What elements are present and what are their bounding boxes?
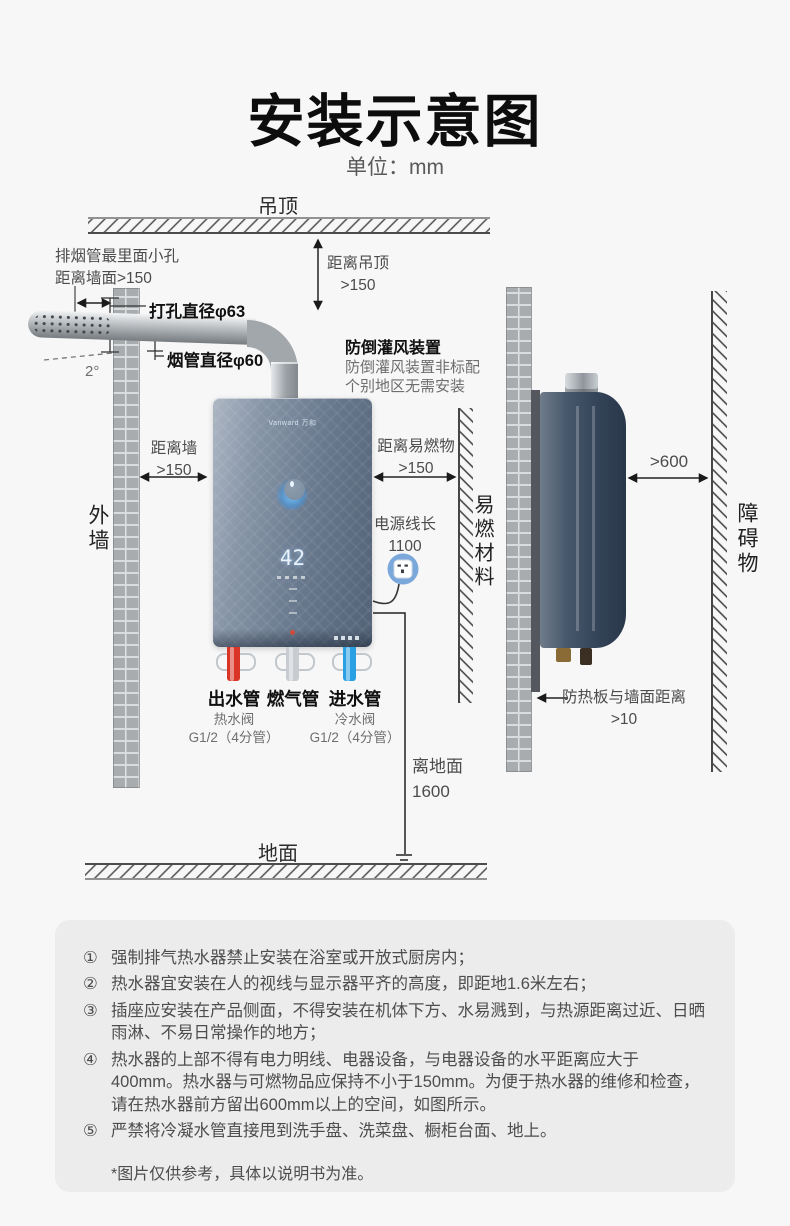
cold-water-inlet-pipe bbox=[343, 647, 356, 681]
outer-wall-graphic bbox=[113, 288, 140, 788]
water-heater-side-view bbox=[540, 392, 626, 648]
ceiling-clearance-label: 距离吊顶 >150 bbox=[326, 255, 389, 295]
note-item-3: ③ 插座应安装在产品侧面，不得安装在机体下方、水易溅到，与热源距离过近、日晒雨淋… bbox=[83, 1001, 705, 1043]
note-item-4: ④ 热水器的上部不得有电力明线、电器设备，与电器设备的水平距离应大于400mm。… bbox=[83, 1050, 700, 1114]
installation-notes-panel: ① 强制排气热水器禁止安装在浴室或开放式厨房内； ② 热水器宜安装在人的视线与显… bbox=[55, 920, 735, 1192]
page-title: 安装示意图 bbox=[247, 90, 543, 154]
side-view-fitting-brass bbox=[556, 648, 571, 662]
temperature-display: 42 bbox=[279, 546, 306, 570]
obstacle-boundary-hatch bbox=[711, 291, 727, 772]
backflow-device-note1: 防倒灌风装置非标配 bbox=[345, 359, 481, 376]
power-cord bbox=[372, 583, 400, 605]
flame-spark-icon bbox=[290, 481, 294, 487]
floor-height-label: 离地面 1600 bbox=[412, 757, 463, 801]
backflow-device-note2: 个别地区无需安装 bbox=[345, 378, 466, 395]
note-item-5: ⑤ 严禁将冷凝水管直接甩到洗手盘、洗菜盘、橱柜台面、地上。 bbox=[83, 1122, 557, 1141]
tilt-angle-label: 2° bbox=[85, 363, 100, 380]
wall-clearance-label: 距离墙 >150 bbox=[150, 440, 198, 480]
hot-valve-label: 热水阀 bbox=[213, 712, 255, 727]
side-view-fitting-dark bbox=[580, 648, 592, 665]
heat-shield-label: 防热板与墙面距离 >10 bbox=[561, 689, 686, 729]
ceiling-hatch bbox=[88, 217, 490, 234]
hot-valve-spec: G1/2（4分管） bbox=[188, 730, 280, 745]
front-clearance-label: >600 bbox=[649, 452, 689, 471]
heat-shield-graphic bbox=[531, 390, 540, 692]
inlet-pipe-label: 进水管 bbox=[328, 689, 382, 709]
brand-logo: Vanward 万和 bbox=[268, 420, 317, 427]
cold-valve-spec: G1/2（4分管） bbox=[309, 730, 401, 745]
tilt-reference-line bbox=[43, 352, 114, 361]
power-indicator-dot bbox=[290, 630, 295, 635]
side-view-flue-stub bbox=[565, 373, 598, 394]
gas-pipe-label: 燃气管 bbox=[266, 689, 320, 709]
water-heater-front-view: Vanward 万和 42 bbox=[213, 398, 372, 647]
ground-hatch bbox=[85, 863, 487, 880]
hot-water-outlet-pipe bbox=[227, 647, 240, 681]
control-icons-column bbox=[289, 588, 297, 624]
status-indicator-dashes bbox=[334, 636, 361, 640]
drill-diameter-label: 打孔直径φ63 bbox=[149, 303, 246, 321]
flue-diameter-label: 烟管直径φ60 bbox=[167, 352, 264, 370]
obstacle-label: 障碍物 bbox=[735, 502, 758, 577]
outer-wall-label: 外墙 bbox=[86, 504, 109, 554]
note-item-1: ① 强制排气热水器禁止安装在浴室或开放式厨房内； bbox=[83, 949, 474, 967]
power-cord-label: 电源线长 1100 bbox=[373, 516, 436, 556]
outlet-pipe-label: 出水管 bbox=[207, 689, 261, 709]
flue-stub-graphic bbox=[271, 362, 298, 400]
mounting-wall-graphic bbox=[506, 287, 532, 772]
flammable-clearance-label: 距离易燃物 >150 bbox=[377, 438, 455, 478]
ceiling-label: 吊顶 bbox=[258, 196, 298, 218]
unit-label: 单位：mm bbox=[346, 156, 444, 179]
exhaust-hole-note: 排烟管最里面小孔 距离墙面>150 bbox=[55, 248, 180, 288]
ground-label: 地面 bbox=[258, 843, 298, 865]
backflow-device-title: 防倒灌风装置 bbox=[345, 340, 442, 357]
disclaimer-footnote: *图片仅供参考，具体以说明书为准。 bbox=[111, 1165, 374, 1183]
cold-valve-label: 冷水阀 bbox=[334, 712, 376, 727]
gas-pipe bbox=[286, 647, 299, 681]
flammable-material-label: 易燃材料 bbox=[471, 494, 493, 590]
display-tick-marks bbox=[277, 576, 309, 579]
note-item-2: ② 热水器宜安装在人的视线与显示器平齐的高度，即距地1.6米左右； bbox=[83, 975, 596, 994]
